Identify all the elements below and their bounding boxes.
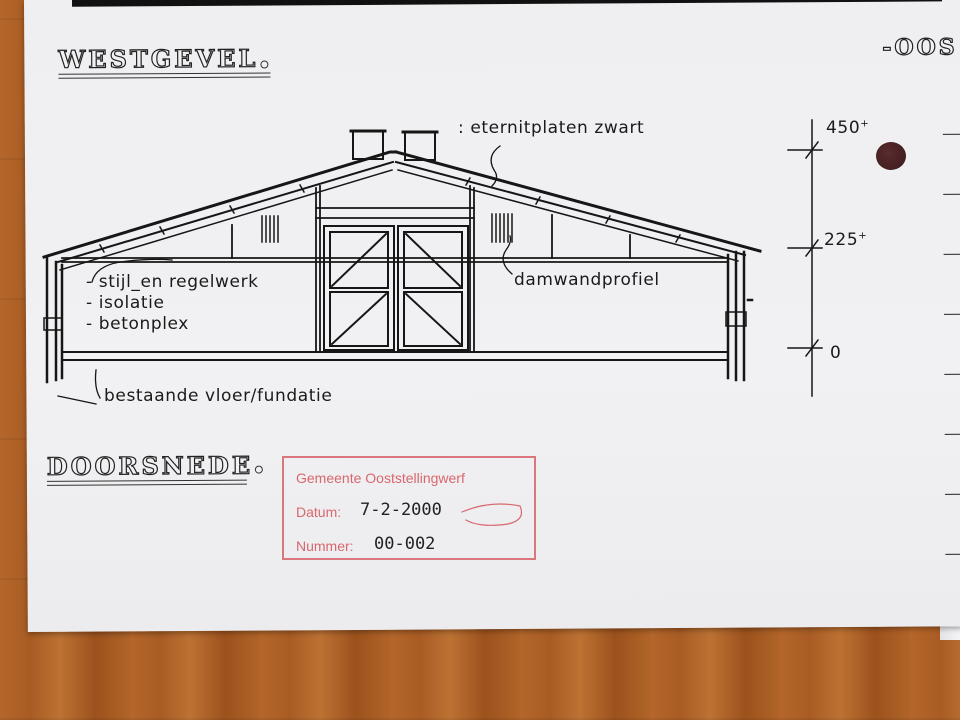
roof-left-slope: [42, 150, 398, 271]
stamp-scribble: [461, 503, 523, 526]
vent-grille-left: [261, 215, 279, 243]
purlin-marks: [98, 176, 682, 254]
stamp-date-value: 7-2-2000: [360, 500, 442, 520]
roof-material-label: : eternitplaten zwart: [458, 118, 645, 138]
left-wall: [43, 256, 64, 384]
roof-right-slope: [394, 150, 762, 262]
stamp-number-label: Nummer:: [296, 538, 354, 554]
floor-slab: [61, 351, 729, 361]
right-wall: [725, 250, 754, 382]
leader-roof: [490, 145, 501, 187]
level-450-label: 450+: [826, 118, 870, 138]
wall-build-label-3: - betonplex: [86, 314, 189, 334]
stamp-number-value: 00-002: [374, 534, 436, 554]
wall-build-label-1: - stijl_en regelwerk: [86, 272, 259, 292]
punch-hole: [876, 142, 906, 170]
barn-door-left: [323, 225, 395, 351]
vent-grille-right: [491, 213, 513, 243]
stamp-date-label: Datum:: [296, 504, 342, 520]
leader-floor: [57, 369, 101, 405]
damwandprofiel-label: damwandprofiel: [514, 270, 660, 290]
level-0-label: 0: [830, 343, 842, 363]
municipality-stamp: Gemeente Ooststellingwerf Datum: 7-2-200…: [282, 456, 536, 560]
level-scale: [787, 119, 823, 397]
right-edge-rules: [942, 133, 960, 555]
barn-door-right: [397, 225, 469, 351]
leader-profile: [502, 235, 513, 275]
wall-build-label-2: - isolatie: [86, 293, 165, 313]
floor-foundation-label: bestaande vloer/fundatie: [104, 386, 333, 406]
drawing-sheet: WESTGEVEL -OOS DOORSNEDE: [24, 0, 960, 632]
leader-wall: [91, 258, 173, 283]
stamp-municipality: Gemeente Ooststellingwerf: [296, 470, 465, 486]
level-225-label: 225+: [824, 230, 868, 250]
